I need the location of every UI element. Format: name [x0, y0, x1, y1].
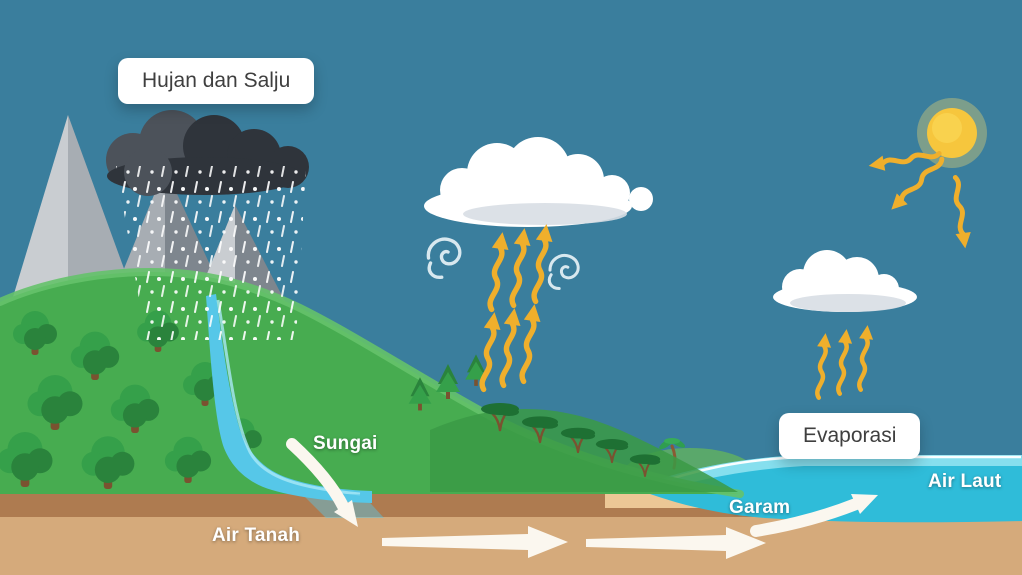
cloud-icon-small [773, 250, 917, 312]
river-label: Sungai [313, 433, 378, 454]
groundwater-flow-arrow [586, 527, 766, 559]
flow-arrows [286, 438, 878, 559]
infiltration-arrow [286, 438, 358, 527]
salt-label: Garam [729, 497, 791, 518]
sea-inflow-arrow [750, 494, 878, 537]
sea-label: Air Laut [928, 471, 1002, 492]
rain-snow-label: Hujan dan Salju [118, 58, 315, 104]
sun-icon [917, 98, 987, 168]
cloud-icon-large [424, 137, 653, 227]
evaporation-label: Evaporasi [779, 413, 921, 459]
groundwater-flow-arrow [382, 526, 568, 558]
groundwater-label: Air Tanah [212, 525, 301, 546]
rain-snow-particles [116, 166, 306, 340]
